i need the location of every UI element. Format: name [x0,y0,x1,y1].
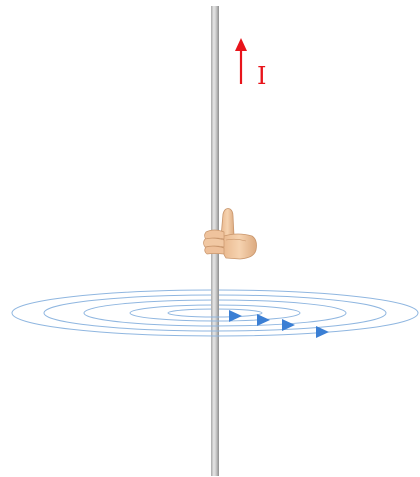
field-arrow-4 [316,326,329,338]
field-arrow-2 [257,314,270,326]
current-label: I [257,62,266,90]
current-direction-arrow [235,38,247,84]
